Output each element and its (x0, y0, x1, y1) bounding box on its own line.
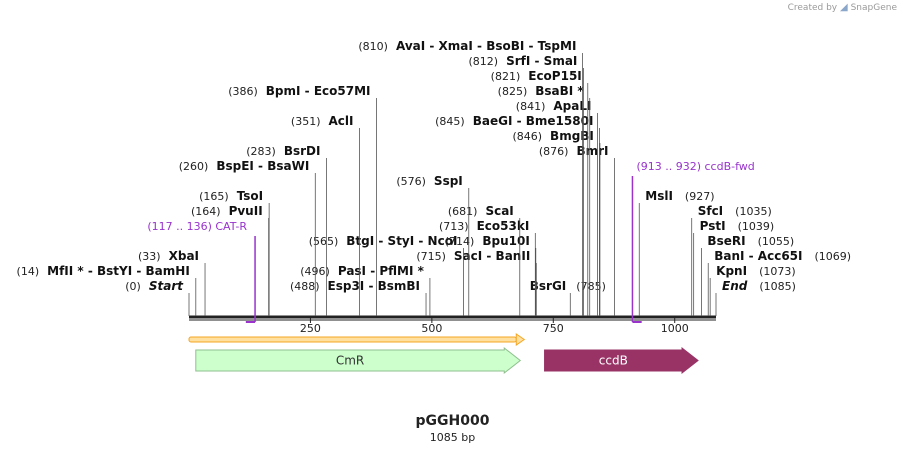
site-position-label: (1085) (759, 280, 796, 293)
site-position-label: (351) (291, 115, 321, 128)
site-position-label: (165) (199, 190, 229, 203)
feature-label: ccdB (599, 354, 628, 368)
credit-prefix: Created by (787, 3, 838, 13)
site-enzyme-label: BspEI - BsaWI (216, 159, 309, 173)
site-enzyme-label: MslI (645, 189, 673, 203)
site-enzyme-label: BtgI - StyI - NcoI (346, 234, 457, 248)
axis-tick-label: 1000 (661, 322, 689, 335)
site-enzyme-label: BsrGI (530, 279, 567, 293)
site-position-label: (825) (498, 85, 528, 98)
site-position-label: (576) (396, 175, 426, 188)
site-position-label: (846) (512, 130, 542, 143)
site-enzyme-label: BpmI - Eco57MI (266, 84, 371, 98)
site-position-label: (927) (685, 190, 715, 203)
site-enzyme-label: Start (149, 279, 184, 293)
site-enzyme-label: PstI (700, 219, 726, 233)
feature-arrow (195, 346, 522, 375)
axis-tick-label: 250 (300, 322, 321, 335)
site-enzyme-label: BmrI (576, 144, 608, 158)
snapgene-logo-icon: ◢ (840, 2, 848, 13)
site-enzyme-label: End (722, 279, 748, 293)
site-position-label: (841) (516, 100, 546, 113)
site-position-label: (1069) (814, 250, 851, 263)
site-position-label: (33) (138, 250, 161, 263)
site-position-label: (876) (539, 145, 569, 158)
site-position-label: (681) (448, 205, 478, 218)
site-enzyme-label: BanI - Acc65I (714, 249, 802, 263)
site-position-label: (821) (491, 70, 521, 83)
site-enzyme-label: XbaI (169, 249, 199, 263)
axis-tick-label: 500 (421, 322, 442, 335)
site-enzyme-label: PvuII (229, 204, 263, 218)
plasmid-name: pGGH000 (415, 413, 490, 429)
site-position-label: (1035) (735, 205, 772, 218)
site-position-label: (812) (469, 55, 499, 68)
primer-label: (117 .. 136) CAT-R (147, 220, 247, 233)
site-position-label: (164) (191, 205, 221, 218)
site-enzyme-label: AclI (329, 114, 354, 128)
site-enzyme-label: Esp3I - BsmBI (328, 279, 420, 293)
site-position-label: (386) (228, 85, 258, 98)
site-enzyme-label: SfcI (698, 204, 723, 218)
site-enzyme-label: MfII * - BstYI - BamHI (47, 264, 190, 278)
site-enzyme-label: BaeGI - Bme1580I (473, 114, 594, 128)
primer-label: (913 .. 932) ccdB-fwd (636, 160, 754, 173)
site-enzyme-label: KpnI (716, 264, 747, 278)
site-enzyme-label: Eco53kI (477, 219, 530, 233)
site-enzyme-label: BsaBI * (535, 84, 584, 98)
site-position-label: (1073) (759, 265, 796, 278)
site-enzyme-label: EcoP15I (528, 69, 582, 83)
site-position-label: (1039) (738, 220, 775, 233)
site-position-label: (488) (290, 280, 320, 293)
site-position-label: (810) (358, 40, 388, 53)
site-position-label: (0) (125, 280, 141, 293)
site-enzyme-label: SspI (434, 174, 463, 188)
site-position-label: (845) (435, 115, 465, 128)
site-position-label: (1055) (758, 235, 795, 248)
site-position-label: (565) (309, 235, 339, 248)
site-enzyme-label: BmgBI (550, 129, 594, 143)
site-enzyme-label: Bpu10I (482, 234, 529, 248)
credit-logo-text: SnapGene (850, 3, 897, 13)
site-enzyme-label: AvaI - XmaI - BsoBI - TspMI (396, 39, 576, 53)
site-position-label: (785) (576, 280, 606, 293)
site-enzyme-label: SacI - BanII (454, 249, 530, 263)
feature-arrow (544, 346, 699, 375)
snapgene-credit: Created by ◢ SnapGene (788, 2, 897, 13)
site-enzyme-label: PasI - PflMI * (338, 264, 425, 278)
orf-bar (188, 336, 517, 343)
site-position-label: (260) (179, 160, 209, 173)
axis-tick-label: 750 (543, 322, 564, 335)
site-enzyme-label: BseRI (707, 234, 745, 248)
plasmid-length: 1085 bp (429, 431, 476, 444)
site-enzyme-label: SrfI - SmaI (506, 54, 577, 68)
site-enzyme-label: BsrDI (284, 144, 321, 158)
site-enzyme-label: TsoI (237, 189, 263, 203)
site-position-label: (715) (416, 250, 446, 263)
site-enzyme-label: ScaI (485, 204, 513, 218)
site-position-label: (714) (445, 235, 475, 248)
site-position-label: (14) (17, 265, 40, 278)
site-position-label: (713) (439, 220, 469, 233)
site-position-label: (283) (246, 145, 276, 158)
feature-label: CmR (336, 354, 364, 368)
site-enzyme-label: ApaLI (553, 99, 591, 113)
orf-arrowhead (515, 333, 526, 346)
